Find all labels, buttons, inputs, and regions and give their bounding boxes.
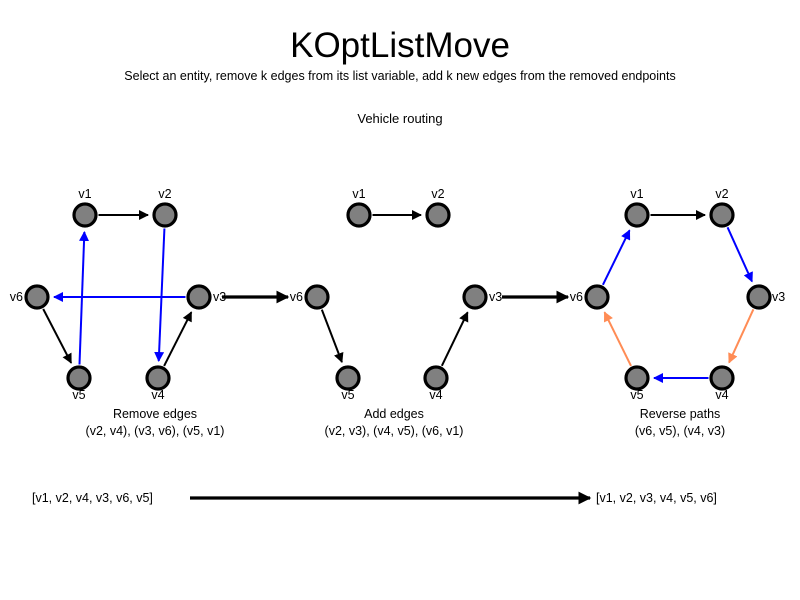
node-label-v4: v4: [151, 388, 164, 402]
edge-v3-to-v4: [728, 308, 755, 364]
node-circle-v5[interactable]: [624, 365, 650, 391]
node-label-v3: v3: [489, 290, 502, 304]
node-label-v2: v2: [715, 187, 728, 201]
node-circle-v4[interactable]: [423, 365, 449, 391]
node-circle-v4[interactable]: [709, 365, 735, 391]
graph-node-v5[interactable]: v5: [66, 365, 92, 402]
edge-v6-to-v5: [320, 309, 344, 364]
graph-node-v4[interactable]: v4: [423, 365, 449, 402]
node-circle-v6[interactable]: [304, 284, 330, 310]
graph-node-v3[interactable]: v3: [462, 284, 502, 310]
node-label-v1: v1: [630, 187, 643, 201]
page-subtitle: Select an entity, remove k edges from it…: [124, 69, 676, 83]
graph-node-v6[interactable]: v6: [10, 284, 50, 310]
graph-node-v4[interactable]: v4: [709, 365, 735, 402]
edge-v4-to-v3: [163, 311, 193, 367]
node-label-v6: v6: [290, 290, 303, 304]
footer-list-after: [v1, v2, v3, v4, v5, v6]: [596, 491, 717, 505]
node-label-v5: v5: [630, 388, 643, 402]
node-circle-v6[interactable]: [584, 284, 610, 310]
node-label-v1: v1: [78, 187, 91, 201]
node-circle-v5[interactable]: [335, 365, 361, 391]
node-label-v4: v4: [429, 388, 442, 402]
section-label-vehicle-routing: Vehicle routing: [357, 111, 443, 126]
graph-node-v6[interactable]: v6: [290, 284, 330, 310]
edge-v2-to-v4: [154, 228, 166, 363]
edges-layer: [42, 210, 755, 383]
captions-layer: Remove edges (v2, v4), (v3, v6), (v5, v1)…: [86, 407, 726, 438]
node-circle-v6[interactable]: [24, 284, 50, 310]
node-circle-v3[interactable]: [462, 284, 488, 310]
node-label-v3: v3: [213, 290, 226, 304]
graph-node-v1[interactable]: v1: [346, 187, 372, 228]
footer-list-before: [v1, v2, v4, v3, v6, v5]: [32, 491, 153, 505]
node-label-v2: v2: [431, 187, 444, 201]
edge-v2-to-v3: [726, 226, 753, 283]
caption-main-panel-remove: Remove edges: [113, 407, 197, 421]
node-label-v6: v6: [10, 290, 23, 304]
graph-node-v1[interactable]: v1: [624, 187, 650, 228]
graph-node-v2[interactable]: v2: [425, 187, 451, 228]
node-label-v4: v4: [715, 388, 728, 402]
graph-node-v5[interactable]: v5: [624, 365, 650, 402]
node-label-v6: v6: [570, 290, 583, 304]
footer-layer: [v1, v2, v4, v3, v6, v5] [v1, v2, v3, v4,…: [32, 491, 717, 505]
node-circle-v1[interactable]: [72, 202, 98, 228]
graph-node-v5[interactable]: v5: [335, 365, 361, 402]
caption-main-panel-reverse: Reverse paths: [640, 407, 721, 421]
graph-node-v6[interactable]: v6: [570, 284, 610, 310]
edge-v4-to-v3: [440, 311, 469, 367]
caption-sub-panel-remove: (v2, v4), (v3, v6), (v5, v1): [86, 424, 225, 438]
node-label-v2: v2: [158, 187, 171, 201]
graph-node-v2[interactable]: v2: [709, 187, 735, 228]
node-label-v5: v5: [72, 388, 85, 402]
graph-node-v1[interactable]: v1: [72, 187, 98, 228]
node-circle-v3[interactable]: [186, 284, 212, 310]
node-circle-v4[interactable]: [145, 365, 171, 391]
caption-sub-panel-reverse: (v6, v5), (v4, v3): [635, 424, 725, 438]
graph-node-v2[interactable]: v2: [152, 187, 178, 228]
node-circle-v1[interactable]: [624, 202, 650, 228]
node-label-v3: v3: [772, 290, 785, 304]
caption-main-panel-add: Add edges: [364, 407, 424, 421]
node-label-v5: v5: [341, 388, 354, 402]
node-circle-v5[interactable]: [66, 365, 92, 391]
page-title: KOptListMove: [290, 26, 510, 65]
graph-node-v3[interactable]: v3: [746, 284, 785, 310]
edge-v5-to-v6: [603, 311, 632, 367]
edge-v6-to-v5: [42, 308, 73, 364]
node-circle-v2[interactable]: [709, 202, 735, 228]
edge-v5-to-v1: [78, 230, 90, 365]
node-circle-v2[interactable]: [152, 202, 178, 228]
node-label-v1: v1: [352, 187, 365, 201]
nodes-layer: v1 v2 v6 v3 v5 v4 v1 v2 v6 v3 v5 v4 v1 v2 v6 v3 v5 v4: [10, 187, 785, 402]
node-circle-v3[interactable]: [746, 284, 772, 310]
graph-node-v3[interactable]: v3: [186, 284, 226, 310]
edge-v6-to-v1: [602, 229, 631, 286]
node-circle-v2[interactable]: [425, 202, 451, 228]
node-circle-v1[interactable]: [346, 202, 372, 228]
caption-sub-panel-add: (v2, v3), (v4, v5), (v6, v1): [325, 424, 464, 438]
graph-node-v4[interactable]: v4: [145, 365, 171, 402]
